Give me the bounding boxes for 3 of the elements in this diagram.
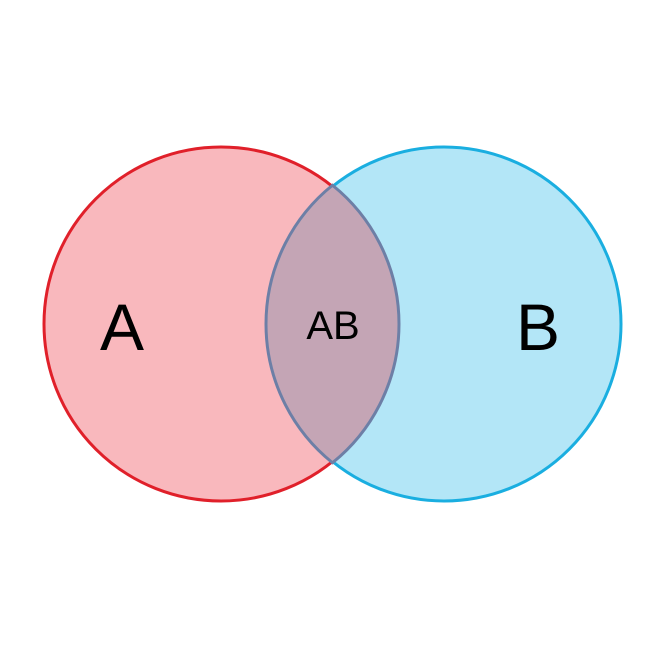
set-label: AB	[306, 306, 360, 346]
set-label: B	[516, 294, 560, 360]
set-label: A	[100, 294, 144, 360]
